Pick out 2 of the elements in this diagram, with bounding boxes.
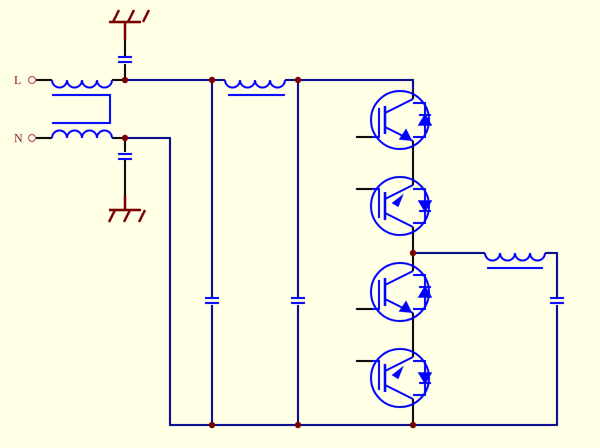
terminal-label: N bbox=[14, 132, 23, 144]
terminal-label: L bbox=[14, 74, 22, 86]
